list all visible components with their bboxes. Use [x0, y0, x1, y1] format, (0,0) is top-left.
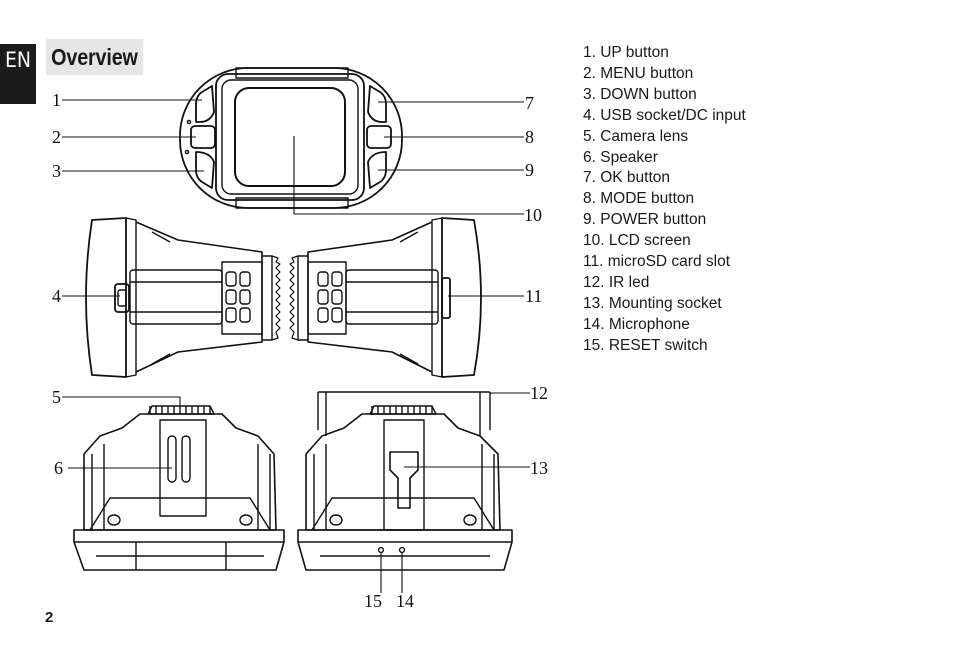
page-title: Overview	[46, 39, 143, 75]
legend-item: 6. Speaker	[583, 148, 658, 166]
reset-hole-shape	[377, 546, 385, 554]
legend-item: 2. MENU button	[583, 64, 694, 82]
mount-view	[297, 391, 513, 571]
callout-number: 2	[52, 127, 61, 147]
leader-lines	[62, 99, 530, 593]
down-button-shape	[195, 151, 215, 189]
microsd-slot-shape	[441, 277, 451, 319]
legend-item: 15. RESET switch	[583, 336, 708, 354]
legend-item: 9. POWER button	[583, 211, 707, 229]
callout-number: 10	[524, 205, 542, 225]
legend-item: 10. LCD screen	[583, 232, 691, 250]
side-view-right	[289, 217, 482, 378]
legend-item: 12. IR led	[583, 273, 650, 291]
legend-item: 3. DOWN button	[583, 85, 697, 103]
mounting-socket-shape	[389, 451, 419, 509]
legend-item: 13. Mounting socket	[583, 294, 722, 312]
callout-number: 7	[525, 93, 534, 113]
callout-number: 15	[364, 591, 382, 611]
callout-number: 8	[525, 127, 534, 147]
callout-number: 13	[530, 458, 548, 478]
callout-number: 9	[525, 160, 534, 180]
callout-numbers: 1 2 3 4 5 6 7 8 9 10 11 12 13 15 14	[52, 90, 548, 611]
legend-item: 14. Microphone	[583, 315, 690, 333]
callout-number: 6	[54, 458, 63, 478]
side-view-left	[85, 217, 281, 378]
lens-view	[73, 405, 285, 571]
callout-number: 12	[530, 383, 548, 403]
callout-number: 4	[52, 286, 61, 306]
legend-item: 8. MODE button	[583, 190, 695, 208]
legend-item: 1. UP button	[583, 44, 669, 61]
callout-number: 14	[396, 591, 414, 611]
microphone-hole-shape	[398, 546, 406, 554]
language-tab: EN	[0, 44, 36, 104]
power-button-shape	[367, 151, 387, 189]
ok-button-shape	[367, 85, 387, 123]
legend-item: 11. microSD card slot	[583, 253, 731, 271]
callout-number: 3	[52, 161, 61, 181]
legend-item: 4. USB socket/DC input	[583, 106, 746, 124]
front-view	[179, 67, 403, 209]
usb-socket-shape	[114, 283, 130, 313]
up-button-shape	[195, 85, 215, 123]
callout-number: 11	[525, 286, 542, 306]
legend-item: 5. Camera lens	[583, 127, 689, 145]
page-number: 2	[45, 609, 54, 626]
legend-item: 7. OK button	[583, 169, 671, 187]
callout-number: 1	[52, 90, 61, 110]
callout-number: 5	[52, 387, 61, 407]
parts-legend: 1. UP button 2. MENU button 3. DOWN butt…	[583, 43, 746, 357]
